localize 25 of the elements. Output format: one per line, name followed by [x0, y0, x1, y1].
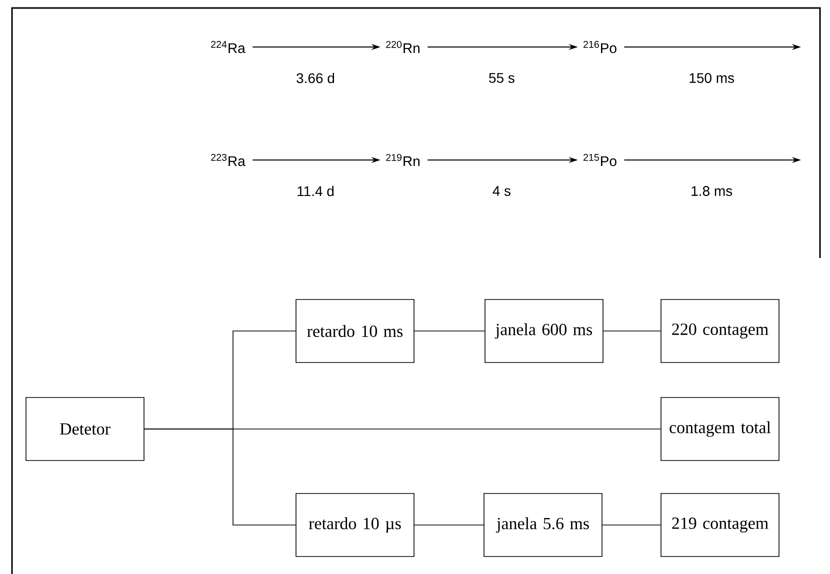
edge-label: 4 s — [492, 186, 511, 196]
nuclide-label: $^{220}$Rn — [386, 40, 420, 54]
connector-line — [603, 330, 661, 332]
connector-line — [414, 524, 484, 526]
process-box: contagem total — [660, 397, 780, 461]
process-box: retardo 10 µs — [296, 493, 414, 557]
process-box: janela 600 ms — [484, 299, 604, 363]
edge-label: 150 ms — [690, 73, 734, 83]
edge-label: 11.4 d — [298, 186, 334, 196]
nuclide-label: $^{219}$Rn — [386, 154, 420, 166]
nuclide-label: $^{215}$Po — [584, 154, 616, 166]
nuclide-label: $^{224}$Ra — [211, 40, 246, 54]
process-box: 219 contagem — [660, 493, 780, 557]
process-box: Detetor — [26, 397, 144, 461]
connector-line — [602, 524, 661, 526]
edge-label: 3.66 d — [296, 72, 334, 84]
connector-line — [414, 330, 485, 332]
process-box: 220 contagem — [660, 299, 780, 363]
edge-label: 55 s — [489, 73, 514, 83]
process-box: retardo 10 ms — [296, 299, 414, 363]
nuclide-label: $^{223}$Ra — [211, 154, 246, 166]
process-box: janela 5.6 ms — [484, 493, 602, 557]
connector-line — [144, 428, 296, 526]
nuclide-label: $^{216}$Po — [584, 40, 616, 54]
edge-label: 1.8 ms — [692, 186, 732, 196]
